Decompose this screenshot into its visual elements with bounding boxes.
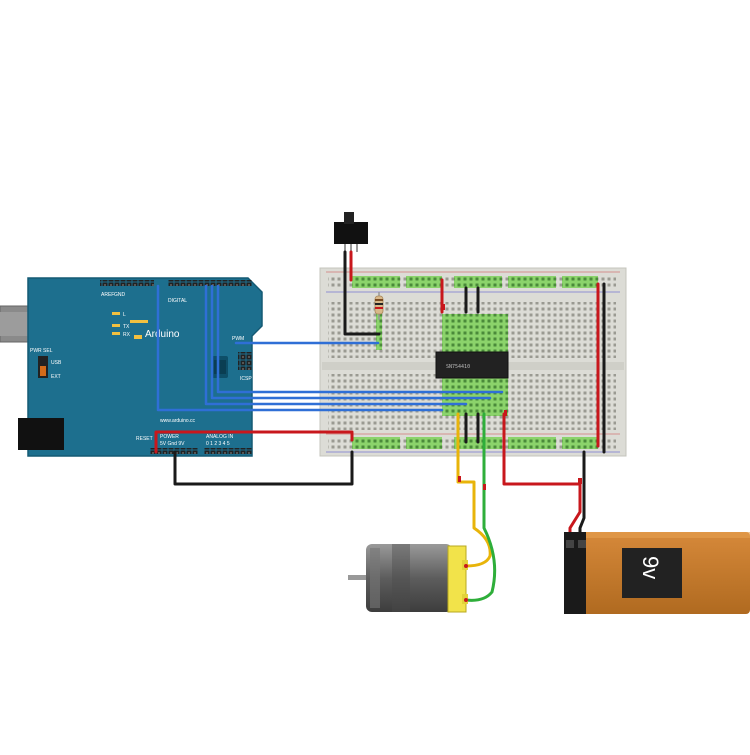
- resistor: [374, 292, 384, 320]
- led-rx: [112, 332, 120, 335]
- digital-label: DIGITAL: [168, 298, 187, 304]
- aref-label: AREF: [101, 292, 114, 298]
- chip-label: SN754410: [446, 364, 470, 370]
- power-label: POWER: [160, 434, 179, 440]
- icsp-header: [238, 352, 252, 370]
- digital-header-right: [168, 280, 252, 286]
- gnd-label: GND: [114, 292, 126, 298]
- battery-9v: 9v: [564, 532, 750, 614]
- power-jack: [18, 418, 64, 450]
- wire-yellow-motor: [456, 412, 492, 568]
- led-tx: [112, 324, 120, 327]
- pwm-label: PWM: [232, 336, 244, 342]
- motor-shaft: [348, 575, 370, 580]
- url-label: www.arduino.cc: [160, 418, 196, 424]
- rx-label: RX: [123, 332, 131, 338]
- wire-blue-pin-b: [204, 284, 468, 406]
- battery-label-panel: [622, 548, 682, 598]
- breadboard: SN754410: [319, 267, 627, 457]
- pwr-sel-label: PWR SEL: [30, 348, 53, 354]
- wire-red-battery: [502, 412, 582, 542]
- power-pins-label: 5V Gnd 9V: [160, 441, 185, 447]
- wire-black-gnd: [173, 450, 354, 486]
- battery-label: 9v: [638, 556, 663, 579]
- wire-ends: [442, 304, 582, 490]
- battery-terminal-neg: [578, 540, 586, 548]
- digital-header-left: [100, 280, 154, 286]
- reset-label: RESET: [136, 436, 153, 442]
- wire-blue-pin-c: [210, 284, 492, 400]
- h-bridge-chip: [435, 351, 509, 379]
- usb-label: USB: [51, 360, 62, 366]
- slide-switch: [334, 212, 368, 252]
- wires: [154, 250, 606, 602]
- wire-blue-pin-a: [156, 284, 444, 412]
- wire-switch-black: [343, 250, 381, 336]
- analog-label: ANALOG IN: [206, 434, 234, 440]
- arduino-logo: Arduino: [145, 329, 180, 340]
- tx-label: TX: [123, 324, 130, 330]
- ext-label: EXT: [51, 374, 61, 380]
- wire-red-5v: [154, 430, 354, 454]
- battery-black-end: [564, 532, 586, 614]
- motor-terminal-cap: [447, 545, 467, 613]
- led-l: [112, 312, 120, 315]
- dc-motor: [348, 544, 468, 613]
- wire-blue-pin-d: [216, 284, 504, 394]
- analog-pins-label: 0 1 2 3 4 5: [206, 441, 230, 447]
- analog-header: [204, 448, 252, 454]
- arduino-board: Arduino DIGITAL AREF GND PWM TX RX L ICS…: [0, 277, 263, 457]
- battery-terminal-pos: [566, 540, 574, 548]
- wire-green-motor: [464, 412, 497, 602]
- icsp-label: ICSP: [240, 376, 252, 382]
- motor-body: [366, 544, 452, 612]
- l-label: L: [123, 312, 126, 318]
